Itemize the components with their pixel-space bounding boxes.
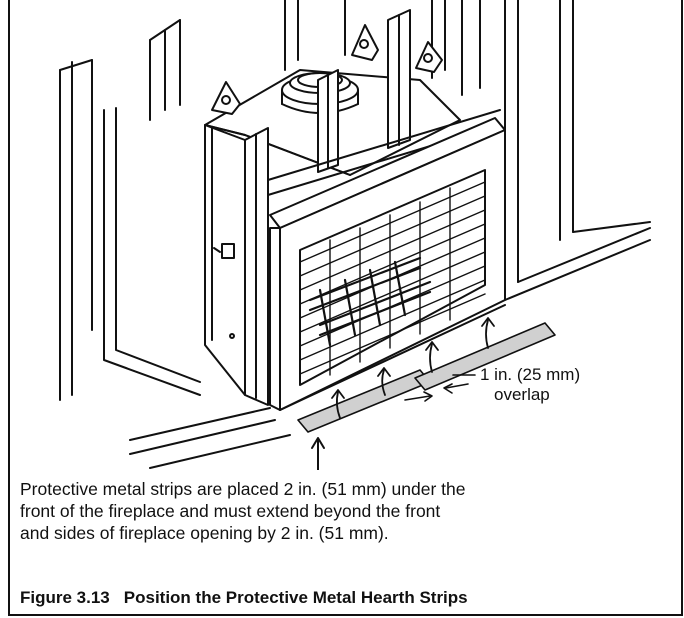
firebox-side (204, 124, 246, 396)
floor-lines (129, 239, 651, 469)
overlap-label-line1: 1 in. (25 mm) (480, 365, 580, 384)
hearth-strips (297, 322, 556, 433)
figure-title: Figure 3.13 Position the Protective Metal… (20, 588, 468, 608)
strip-caption: Protective metal strips are placed 2 in.… (20, 478, 670, 544)
hearth-strip-right (414, 322, 556, 391)
strip-pointer-arrow (311, 437, 325, 470)
log-grate (308, 256, 432, 347)
caption-line: front of the fireplace and must extend b… (20, 501, 441, 521)
fireplace-illustration: 1 in. (25 mm) overlap (59, 0, 651, 470)
header-framing (244, 9, 501, 406)
figure-number: Figure 3.13 (20, 588, 110, 607)
caption-line: and sides of fireplace opening by 2 in. … (20, 523, 389, 543)
overlap-label-line2: overlap (494, 385, 550, 404)
insertion-arrows (331, 317, 495, 419)
overlap-dimension (404, 374, 476, 402)
left-wall-framing (59, 19, 201, 401)
figure-frame (8, 0, 683, 616)
caption-line: Protective metal strips are placed 2 in.… (20, 479, 466, 499)
figure-title-text: Position the Protective Metal Hearth Str… (123, 588, 468, 607)
nailing-tabs (211, 24, 443, 115)
